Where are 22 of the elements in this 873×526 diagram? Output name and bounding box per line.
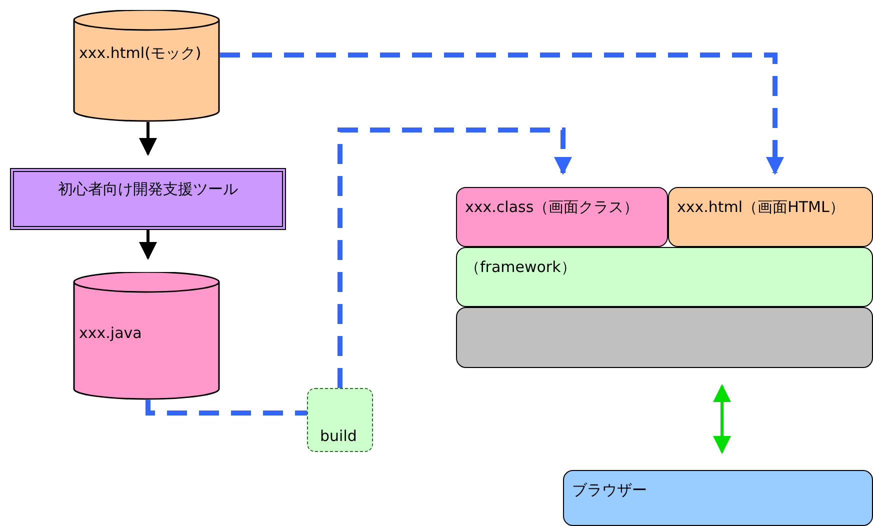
framework-box xyxy=(456,247,873,307)
node-label: xxx.html（画面HTML） xyxy=(677,198,846,217)
html-box xyxy=(668,187,873,247)
node-label: xxx.html(モック) xyxy=(79,44,202,63)
node-label: build xyxy=(320,427,357,445)
node-label: 初心者向け開発支援ツール xyxy=(57,179,239,199)
box-shape xyxy=(456,307,873,368)
node-label: （framework） xyxy=(465,258,577,277)
arrow xyxy=(713,384,731,454)
build-box xyxy=(307,388,373,452)
arrow xyxy=(220,52,784,175)
database-cylinder xyxy=(73,272,220,400)
node-label: ブラウザー xyxy=(572,481,648,500)
node-label: xxx.class（画面クラス） xyxy=(465,198,640,217)
arrow xyxy=(139,230,157,260)
browser-box xyxy=(563,470,873,526)
arrow xyxy=(139,122,157,156)
node-label: xxx.java xyxy=(79,324,142,342)
class-box xyxy=(456,187,668,247)
database-cylinder xyxy=(73,10,220,122)
process-box xyxy=(10,168,286,230)
arrow xyxy=(338,128,572,388)
